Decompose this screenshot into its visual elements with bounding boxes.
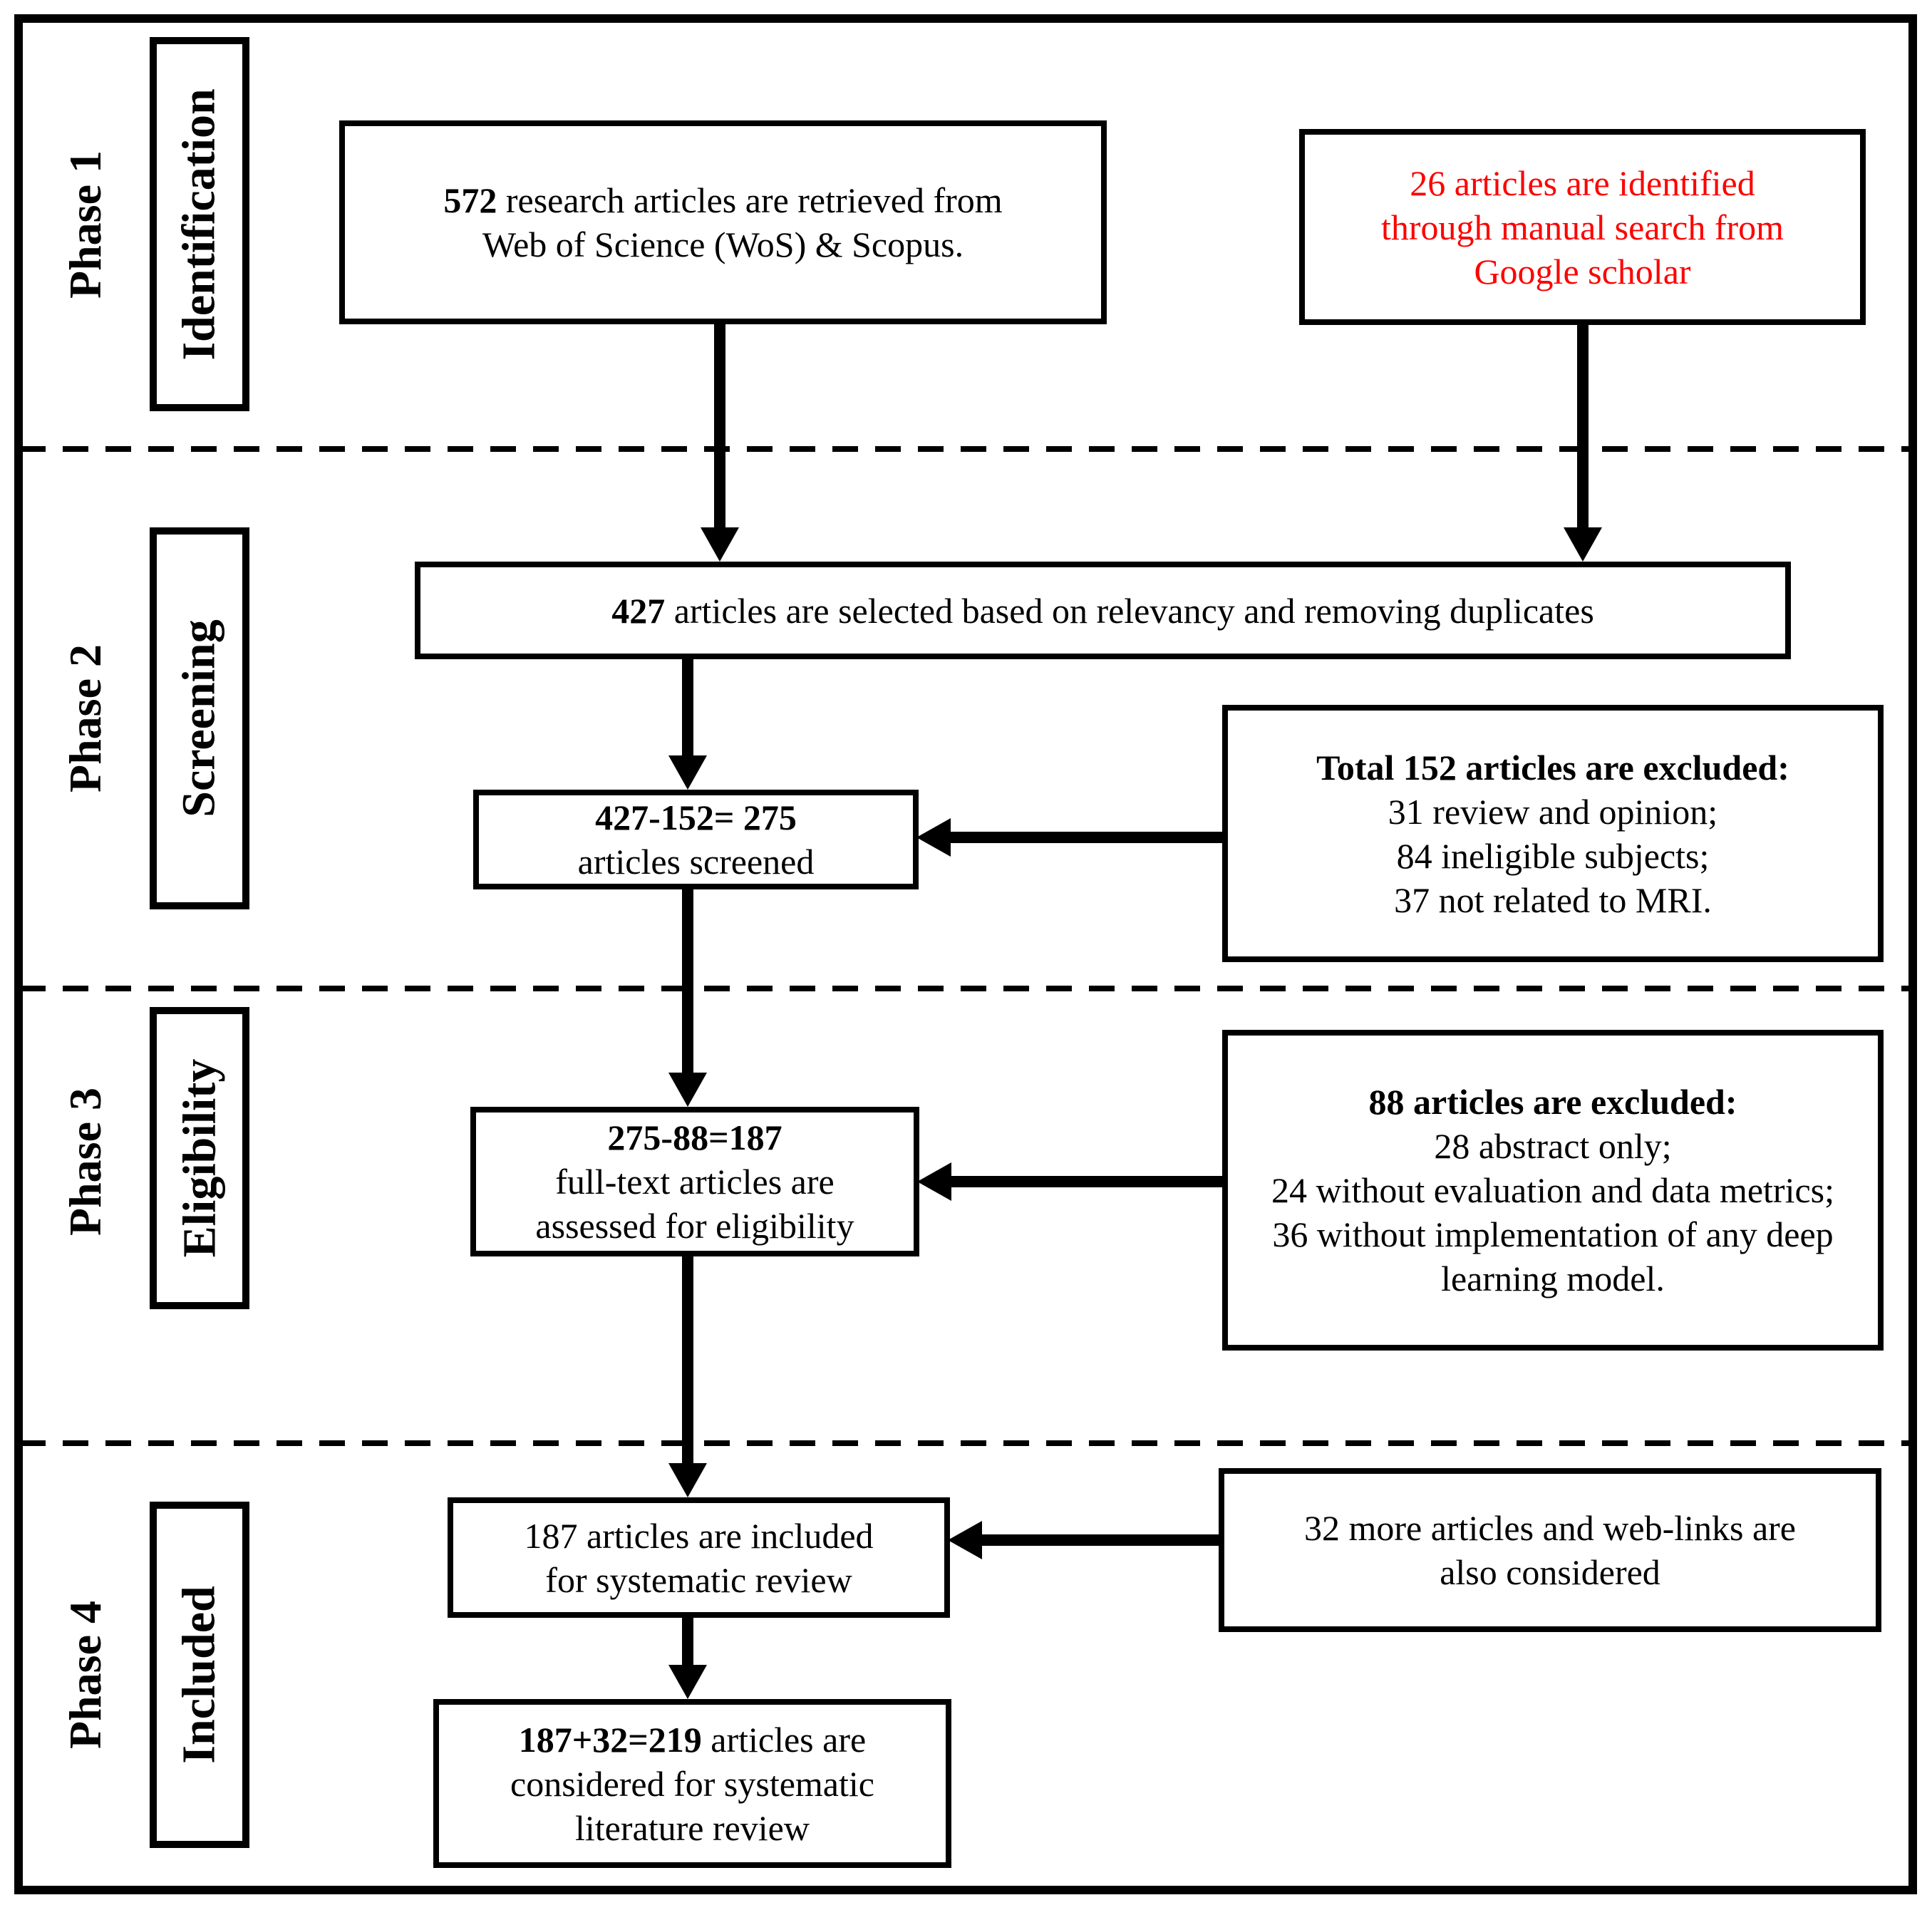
retrieved-line-1: 572 research articles are retrieved from [443, 180, 1003, 220]
eligibility-excluded-title: 88 articles are excluded: [1368, 1082, 1737, 1122]
included-line-2: for systematic review [545, 1559, 852, 1600]
screening-excluded-item: 31 review and opinion; [1388, 791, 1718, 832]
google-line-3: Google scholar [1474, 251, 1691, 291]
selected-articles-box: 427 articles are selected based on relev… [415, 562, 1791, 659]
included-line-1: 187 articles are included [524, 1515, 874, 1556]
phase-3-text: Phase 3 [60, 1088, 110, 1236]
arrow-excluded2-to-eligibility [949, 1176, 1226, 1187]
google-line-2: through manual search from [1380, 207, 1784, 247]
arrow-retrieved-to-selected [714, 322, 725, 530]
phase-3-label: Phase 3 [37, 1058, 134, 1265]
eligibility-line-2: full-text articles are [555, 1162, 835, 1202]
screened-line-1: 427-152= 275 [595, 797, 797, 837]
phase-divider-3 [20, 1440, 1913, 1446]
stage-included-text: Included [173, 1586, 225, 1764]
arrow-excluded1-to-screened [948, 832, 1226, 843]
final-total-box: 187+32=219 articles are considered for s… [433, 1699, 951, 1868]
more-line-1: 32 more articles and web-links are [1303, 1508, 1796, 1548]
more-articles-box: 32 more articles and web-links are also … [1219, 1468, 1881, 1632]
stage-box-screening: Screening [150, 527, 249, 909]
phase-divider-2 [20, 986, 1913, 991]
google-line-1: 26 articles are identified [1410, 162, 1755, 203]
screening-excluded-item: 84 ineligible subjects; [1396, 835, 1710, 876]
arrow-google-to-selected [1577, 323, 1589, 530]
eligibility-line-3: assessed for eligibility [535, 1206, 854, 1246]
retrieved-line-2: Web of Science (WoS) & Scopus. [482, 224, 964, 264]
eligibility-excluded-item: 36 without implementation of any deep le… [1272, 1214, 1834, 1299]
screening-excluded-title: Total 152 articles are excluded: [1316, 747, 1789, 788]
diagram-border [14, 14, 1917, 1894]
arrow-eligibility-to-included [682, 1254, 693, 1466]
arrow-included-to-final [682, 1616, 693, 1668]
arrowhead-left-icon [916, 818, 951, 857]
included-articles-box: 187 articles are included for systematic… [448, 1497, 950, 1618]
selected-line: 427 articles are selected based on relev… [611, 590, 1594, 631]
arrowhead-down-icon [1564, 527, 1602, 562]
arrowhead-down-icon [668, 1463, 707, 1497]
arrow-selected-to-screened [682, 657, 693, 758]
screening-excluded-box: Total 152 articles are excluded: 31 revi… [1222, 705, 1884, 962]
arrowhead-down-icon [701, 527, 739, 562]
stage-screening-text: Screening [173, 619, 226, 817]
phase-1-label: Phase 1 [37, 121, 134, 328]
phase-4-text: Phase 4 [60, 1601, 110, 1749]
arrow-more-to-included [979, 1534, 1222, 1546]
final-line-1: 187+32=219 articles are [518, 1719, 867, 1760]
stage-box-eligibility: Eligibility [150, 1007, 249, 1309]
retrieved-articles-box: 572 research articles are retrieved from… [339, 120, 1107, 324]
stage-identification-text: Identification [173, 88, 225, 361]
arrowhead-down-icon [668, 1665, 707, 1699]
more-line-2: also considered [1440, 1552, 1660, 1592]
phase-4-label: Phase 4 [37, 1571, 134, 1778]
eligibility-excluded-item: 24 without evaluation and data metrics; [1271, 1170, 1835, 1210]
arrowhead-down-icon [668, 755, 707, 790]
screening-excluded-item: 37 not related to MRI. [1394, 879, 1712, 920]
arrowhead-left-icon [917, 1162, 951, 1201]
stage-box-identification: Identification [150, 37, 249, 411]
phase-2-label: Phase 2 [37, 615, 134, 822]
arrow-screened-to-eligibility [682, 887, 693, 1075]
google-scholar-box: 26 articles are identified through manua… [1299, 129, 1866, 325]
phase-1-text: Phase 1 [60, 150, 110, 299]
stage-eligibility-text: Eligibility [173, 1058, 226, 1258]
stage-box-included: Included [150, 1502, 249, 1848]
eligibility-assessed-box: 275-88=187 full-text articles are assess… [470, 1107, 919, 1256]
arrowhead-left-icon [948, 1521, 982, 1559]
screened-articles-box: 427-152= 275 articles screened [473, 790, 919, 889]
final-line-2: considered for systematic [510, 1763, 874, 1804]
phase-2-text: Phase 2 [60, 644, 110, 793]
final-line-3: literature review [575, 1807, 810, 1848]
screened-line-2: articles screened [577, 842, 815, 882]
eligibility-excluded-box: 88 articles are excluded: 28 abstract on… [1222, 1030, 1884, 1351]
eligibility-excluded-item: 28 abstract only; [1434, 1126, 1672, 1166]
phase-divider-1 [20, 446, 1913, 452]
arrowhead-down-icon [668, 1073, 707, 1107]
eligibility-line-1: 275-88=187 [607, 1117, 782, 1157]
